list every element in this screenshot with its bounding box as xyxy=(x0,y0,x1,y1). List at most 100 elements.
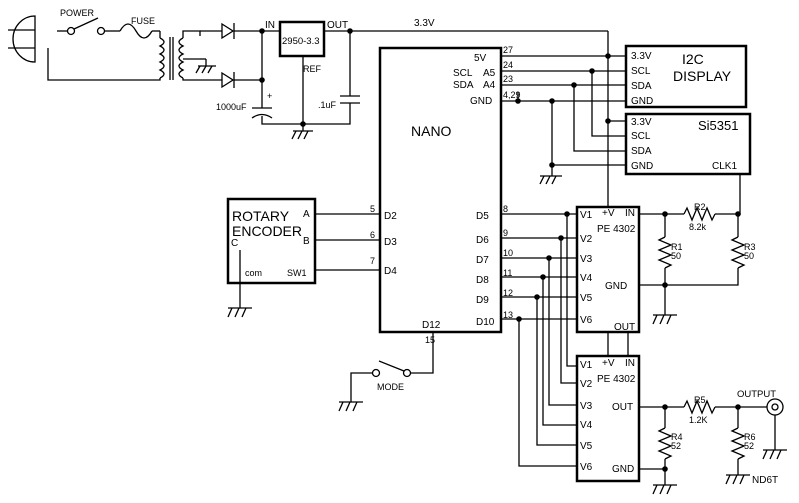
encoder-b: B xyxy=(303,236,310,247)
pin-4-29: 4,29 xyxy=(503,90,521,100)
pe2-v2: V2 xyxy=(580,379,593,390)
reg-in-label: IN xyxy=(265,20,275,31)
pin-8: 8 xyxy=(503,204,508,214)
pin-9: 9 xyxy=(503,228,508,238)
ground-output xyxy=(762,449,787,460)
mode-switch[interactable] xyxy=(371,360,412,378)
nano-a4: A4 xyxy=(483,80,496,91)
output-bnc-connector[interactable] xyxy=(766,398,784,416)
ground-transformer xyxy=(195,65,216,74)
nano-d6: D6 xyxy=(476,235,489,246)
power-switch[interactable] xyxy=(66,17,106,36)
nano-title: NANO xyxy=(411,123,452,139)
pin-6: 6 xyxy=(370,230,375,240)
ground-si5351 xyxy=(539,165,562,185)
pe1-name: PE 4302 xyxy=(597,224,636,235)
reg-out-label: OUT xyxy=(327,20,348,31)
rail-3v3-label: 3.3V xyxy=(414,18,435,29)
pe1-v5: V5 xyxy=(580,293,593,304)
capacitor-1000uf xyxy=(251,107,273,119)
pe2-name: PE 4302 xyxy=(597,374,636,385)
i2c-3v3: 3.3V xyxy=(631,51,652,62)
ground-r6 xyxy=(725,474,750,485)
pe1-out: OUT xyxy=(614,322,635,333)
pin-11: 11 xyxy=(503,268,512,278)
encoder-c: C xyxy=(231,238,238,249)
nano-a5: A5 xyxy=(483,68,496,79)
i2c-gnd: GND xyxy=(631,96,653,107)
i2c-title-1: I2C xyxy=(682,51,704,67)
ground-pe2 xyxy=(652,484,677,495)
pe1-gnd: GND xyxy=(605,281,627,292)
i2c-display xyxy=(624,44,748,109)
r5-label: R5 xyxy=(694,395,706,405)
pe4302-attenuator-2 xyxy=(575,354,641,483)
nano-d4: D4 xyxy=(384,266,397,277)
pe1-v1: V1 xyxy=(580,210,593,221)
r4-value: 52 xyxy=(671,441,681,451)
i2c-title-2: DISPLAY xyxy=(673,68,732,84)
pin-23: 23 xyxy=(503,74,513,84)
r3-value: 50 xyxy=(744,251,754,261)
rotary-encoder xyxy=(226,197,317,285)
r4-label: R4 xyxy=(671,432,683,442)
cap-plus-sign: + xyxy=(267,91,272,101)
pe2-v1: V1 xyxy=(580,360,593,371)
nano-sda: SDA xyxy=(453,80,474,91)
i2c-scl: SCL xyxy=(631,66,651,77)
pin-12: 12 xyxy=(503,288,513,298)
pin-13: 13 xyxy=(503,310,513,320)
cap-01uf-label: .1uF xyxy=(318,100,337,110)
pe2-gnd: GND xyxy=(612,464,634,475)
ground-pe1 xyxy=(652,314,677,325)
nano-5v: 5V xyxy=(474,53,487,64)
pe4302-attenuator-1 xyxy=(575,205,641,334)
pin-27: 27 xyxy=(503,45,513,55)
si5351-module xyxy=(624,112,752,176)
si-sda: SDA xyxy=(631,146,652,157)
si-scl: SCL xyxy=(631,131,651,142)
si-clk1: CLK1 xyxy=(712,161,737,172)
r3-label: R3 xyxy=(744,242,756,252)
pe1-v6: V6 xyxy=(580,315,593,326)
arduino-nano xyxy=(378,46,503,334)
pin-15: 15 xyxy=(425,335,435,345)
r2-value: 8.2k xyxy=(689,222,707,232)
nano-d8: D8 xyxy=(476,275,489,286)
si-gnd: GND xyxy=(631,161,653,172)
diode-1 xyxy=(221,22,235,40)
r1-value: 50 xyxy=(671,251,681,261)
regulator-2950 xyxy=(278,20,326,58)
reg-ref-label: REF xyxy=(303,64,322,74)
r2-label: R2 xyxy=(694,202,706,212)
pe1-plusv: +V xyxy=(602,208,615,219)
encoder-a: A xyxy=(303,209,310,220)
si-title: Si5351 xyxy=(698,118,738,133)
pe1-v3: V3 xyxy=(580,254,593,265)
resistor-r2 xyxy=(683,206,716,222)
r6-value: 52 xyxy=(744,441,754,451)
pe2-in: IN xyxy=(625,358,635,369)
cap-1000uf-label: 1000uF xyxy=(216,102,247,112)
nano-d7: D7 xyxy=(476,255,489,266)
fuse-label: FUSE xyxy=(131,16,155,26)
encoder-sw1: SW1 xyxy=(287,268,307,278)
r6-label: R6 xyxy=(744,432,756,442)
encoder-title-1: ROTARY xyxy=(232,208,290,224)
mode-label: MODE xyxy=(377,382,404,392)
nano-d3: D3 xyxy=(384,237,397,248)
encoder-title-2: ENCODER xyxy=(232,223,302,239)
output-label: OUTPUT xyxy=(737,389,776,400)
fuse-symbol xyxy=(119,23,153,39)
ground-mode xyxy=(338,401,363,412)
r5-value: 1.2K xyxy=(689,415,708,425)
pe1-v4: V4 xyxy=(580,273,593,284)
r1-label: R1 xyxy=(671,242,683,252)
pe2-v5: V5 xyxy=(580,441,593,452)
ground-regulator xyxy=(291,124,313,140)
pin-5: 5 xyxy=(370,204,375,214)
nano-d2: D2 xyxy=(384,211,397,222)
nd6t-label: ND6T xyxy=(752,475,778,486)
resistor-r3 xyxy=(730,236,746,269)
